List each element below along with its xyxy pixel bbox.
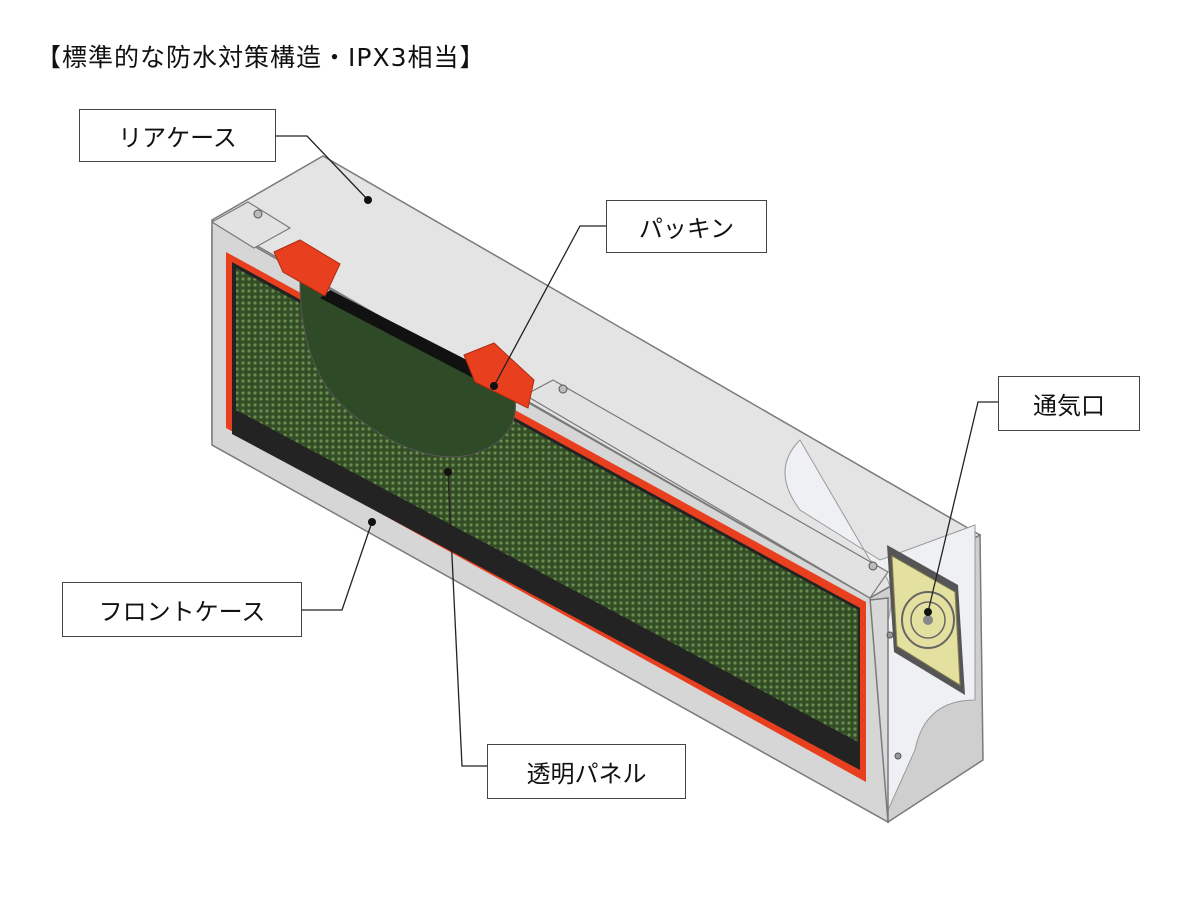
leader-packing: [493, 225, 606, 387]
label-vent: 通気口: [998, 376, 1140, 431]
screw-left: [253, 209, 263, 219]
diagram-title: 【標準的な防水対策構造・IPX3相当】: [36, 43, 486, 72]
leader-lines: [276, 135, 998, 767]
inner-dark-gap: [320, 290, 510, 392]
inner-cutout: [299, 279, 516, 458]
screw-middle: [558, 384, 568, 394]
leader-front-case: [302, 521, 373, 611]
vent-fan-hub: [923, 615, 933, 625]
end-screw-1: [886, 631, 894, 639]
front-case-top-lip-right: [523, 379, 889, 599]
vent-fan-icon: [901, 591, 955, 649]
screw-right: [868, 561, 878, 571]
label-rear-case: リアケース: [79, 109, 276, 162]
label-transparent-panel: 透明パネル: [487, 744, 686, 799]
label-packing: パッキン: [606, 200, 767, 253]
vent-fan-inner: [910, 601, 946, 639]
packing-left: [273, 239, 341, 297]
leader-dots: [364, 196, 932, 616]
front-case-top-lip: [210, 201, 292, 249]
leader-vent: [927, 401, 998, 613]
end-screw-2: [894, 752, 902, 760]
leader-rear-case: [276, 135, 369, 201]
label-front-case: フロントケース: [62, 582, 302, 637]
leader-panel: [447, 471, 487, 767]
